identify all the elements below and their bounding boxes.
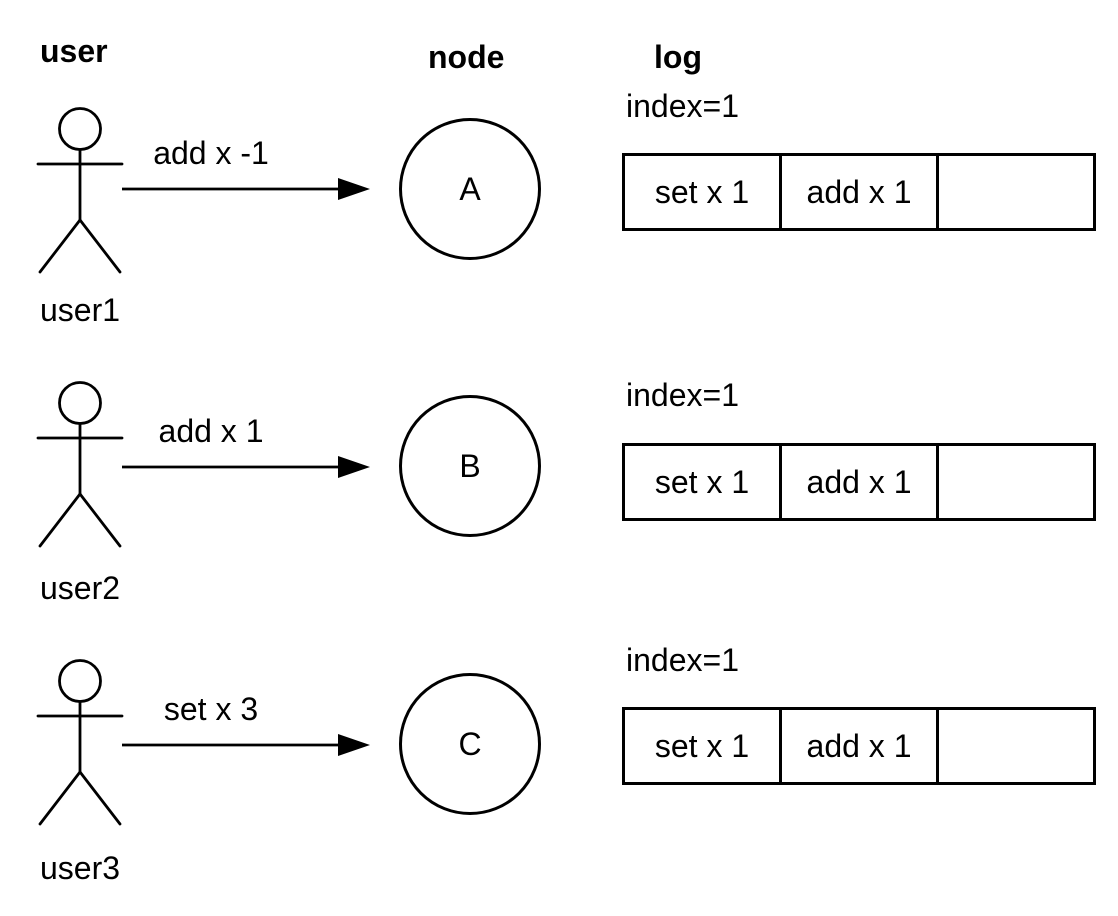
log-cell: [939, 156, 1093, 228]
log-index-label: index=1: [626, 377, 739, 413]
log-cell: add x 1: [782, 710, 939, 782]
arrow-action-label: add x -1: [153, 135, 269, 171]
node-circle: A: [399, 118, 541, 260]
log-index-label: index=1: [626, 88, 739, 124]
node-circle: B: [399, 395, 541, 537]
column-header-user: user: [40, 33, 108, 69]
user-label: user1: [39, 292, 121, 328]
log-table: set x 1 add x 1: [622, 707, 1096, 785]
log-index-label: index=1: [626, 642, 739, 678]
arrow-action-label: add x 1: [158, 413, 264, 449]
log-cell: add x 1: [782, 156, 939, 228]
user1-stick-figure-icon: [36, 107, 124, 274]
column-header-log: log: [654, 39, 702, 75]
log-cell: set x 1: [625, 710, 782, 782]
log-cell: [939, 710, 1093, 782]
log-cell: set x 1: [625, 156, 782, 228]
node-letter: C: [458, 725, 482, 762]
log-cell: set x 1: [625, 446, 782, 518]
arrow-action-label: set x 3: [163, 691, 259, 727]
node-letter: A: [459, 170, 481, 207]
arrow-right-icon: [122, 456, 370, 478]
arrow-right-icon: [122, 734, 370, 756]
user-label: user3: [39, 850, 121, 886]
log-cell: [939, 446, 1093, 518]
node-circle: C: [399, 673, 541, 815]
user3-stick-figure-icon: [36, 659, 124, 826]
log-cell: add x 1: [782, 446, 939, 518]
user2-stick-figure-icon: [36, 381, 124, 548]
node-letter: B: [459, 447, 481, 484]
log-table: set x 1 add x 1: [622, 153, 1096, 231]
log-table: set x 1 add x 1: [622, 443, 1096, 521]
column-header-node: node: [428, 39, 505, 75]
arrow-right-icon: [122, 178, 370, 200]
user-label: user2: [39, 570, 121, 606]
